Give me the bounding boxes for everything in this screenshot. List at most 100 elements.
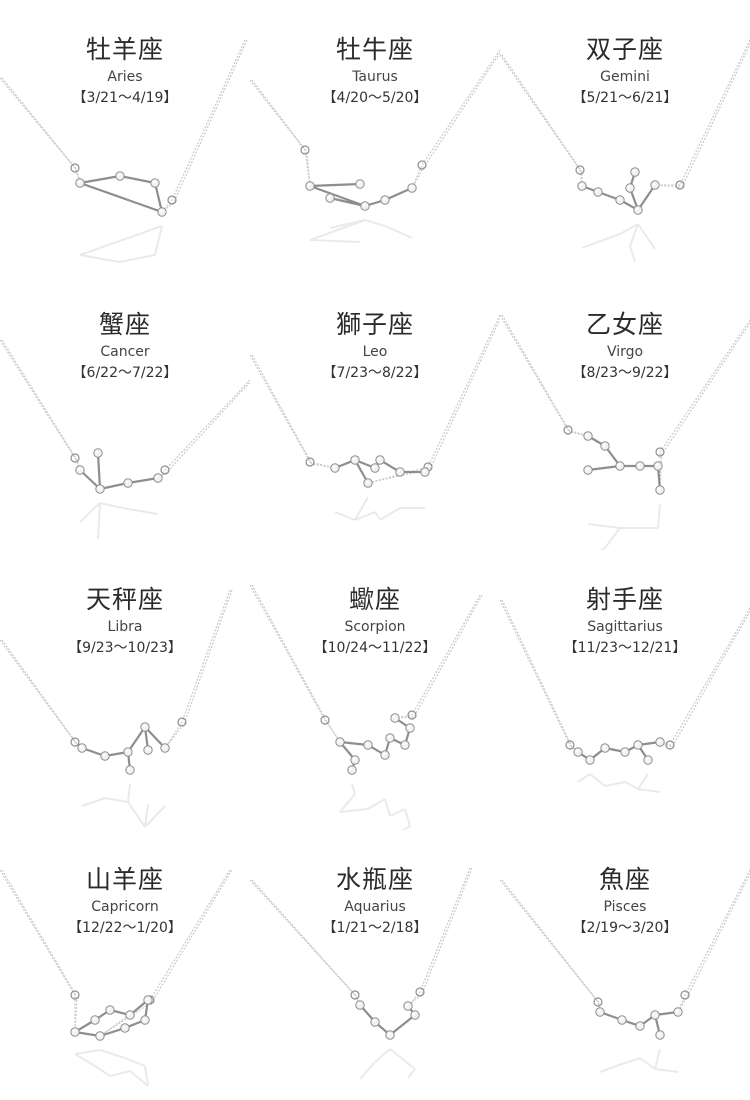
crystal-stone [595,1007,605,1017]
stone-sparkle [657,487,661,491]
reflection-bar [389,1048,416,1070]
necklace-reflection [359,1048,416,1080]
sign-name-en: Aquarius [344,899,406,915]
crystal-stone [140,722,150,732]
stone-sparkle [602,443,606,447]
crystal-stone [325,193,335,203]
jump-ring [655,447,665,457]
reflection-bar [654,1068,679,1073]
sign-caption: 蟹座 Cancer 【6/22～7/22】 [0,309,250,384]
reflection-bar [74,1049,101,1055]
constellation-bar [78,174,122,185]
reflection-bar [637,788,661,793]
stone-sparkle [352,757,356,761]
chain-strand [407,867,471,1007]
chain-strand [250,584,341,743]
stone-sparkle [627,185,631,189]
sign-date-range: 【11/23～12/21】 [563,640,687,656]
crystal-stone [577,181,587,191]
crystal-stone [407,183,417,193]
chain-strand [500,314,589,437]
stone-sparkle [675,1009,679,1013]
sign-cell-virgo: 乙女座 Virgo 【8/23～9/22】 [500,275,750,550]
crystal-stone [395,467,405,477]
chain-strand [1,869,78,1033]
stone-sparkle [617,197,621,201]
reflection-bar [99,502,129,510]
sign-date-range: 【8/23～9/22】 [572,365,678,381]
reflection-bar [654,1048,661,1070]
stone-sparkle [352,457,356,461]
stone-sparkle [587,757,591,761]
stone-sparkle [127,767,131,771]
crystal-stone [123,478,133,488]
stone-sparkle [365,480,369,484]
necklace-reflection [309,219,413,243]
sign-date-range: 【12/22～1/20】 [68,920,182,936]
crystal-stone [615,461,625,471]
crystal-stone [360,201,370,211]
crystal-stone [347,765,357,775]
sign-name-en: Capricorn [91,899,159,915]
reflection-bar [637,223,656,250]
jump-ring [680,990,690,1000]
reflection-bar [389,808,406,817]
jump-ring [350,990,360,1000]
sign-name-en: Leo [362,344,388,360]
crystal-stone [390,713,400,723]
stone-sparkle [657,739,661,743]
reflection-bar [79,225,163,256]
reflection-bar [74,1053,96,1067]
sign-name-jp: 蟹座 [98,310,151,339]
stone-sparkle [657,1032,661,1036]
jump-ring [417,160,427,170]
reflection-bar [404,808,411,827]
necklace-reflection [339,783,411,830]
leo-necklace-image [250,314,500,521]
crystal-stone [420,467,430,477]
sign-caption: 獅子座 Leo 【7/23～8/22】 [250,309,500,384]
crystal-stone [115,171,125,181]
sagittarius-necklace-image [500,599,750,793]
crystal-stone [150,178,160,188]
stone-sparkle [422,469,426,473]
stone-sparkle [635,207,639,211]
stone-sparkle [407,725,411,729]
sign-cell-scorpion: 蠍座 Scorpion 【10/24～11/22】 [250,550,500,830]
reflection-bar [109,1070,131,1077]
stone-sparkle [142,1017,146,1021]
crystal-stone [330,463,340,473]
chain-strand [251,584,341,743]
reflection-bar [384,225,413,239]
stone-sparkle [655,463,659,467]
constellation-bar [143,725,167,750]
sign-name-jp: 獅子座 [335,310,414,339]
stone-sparkle [155,475,159,479]
reflection-bar [619,223,639,235]
chain-strand [411,51,500,189]
stone-sparkle [357,181,361,185]
stone-sparkle [382,752,386,756]
crystal-stone [630,167,640,177]
jump-ring [70,163,80,173]
sign-cell-gemini: 双子座 Gemini 【5/21～6/21】 [500,0,750,275]
reflection-bar [589,773,606,787]
stone-sparkle [637,463,641,467]
reflection-bar [581,241,599,249]
crystal-stone [153,473,163,483]
chain-strand [250,354,336,469]
stone-sparkle [145,997,149,1001]
reflection-bar [354,511,376,521]
necklace-reflection [581,223,656,263]
stone-sparkle [122,1025,126,1029]
sign-name-jp: 牡牛座 [335,35,414,64]
necklace-reflection [79,225,163,263]
crystal-stone [635,461,645,471]
reflection-bar [637,773,649,790]
stone-sparkle [152,180,156,184]
stone-sparkle [595,189,599,193]
crystal-stone [355,1000,365,1010]
stone-sparkle [92,1017,96,1021]
stone-sparkle [412,1012,416,1016]
